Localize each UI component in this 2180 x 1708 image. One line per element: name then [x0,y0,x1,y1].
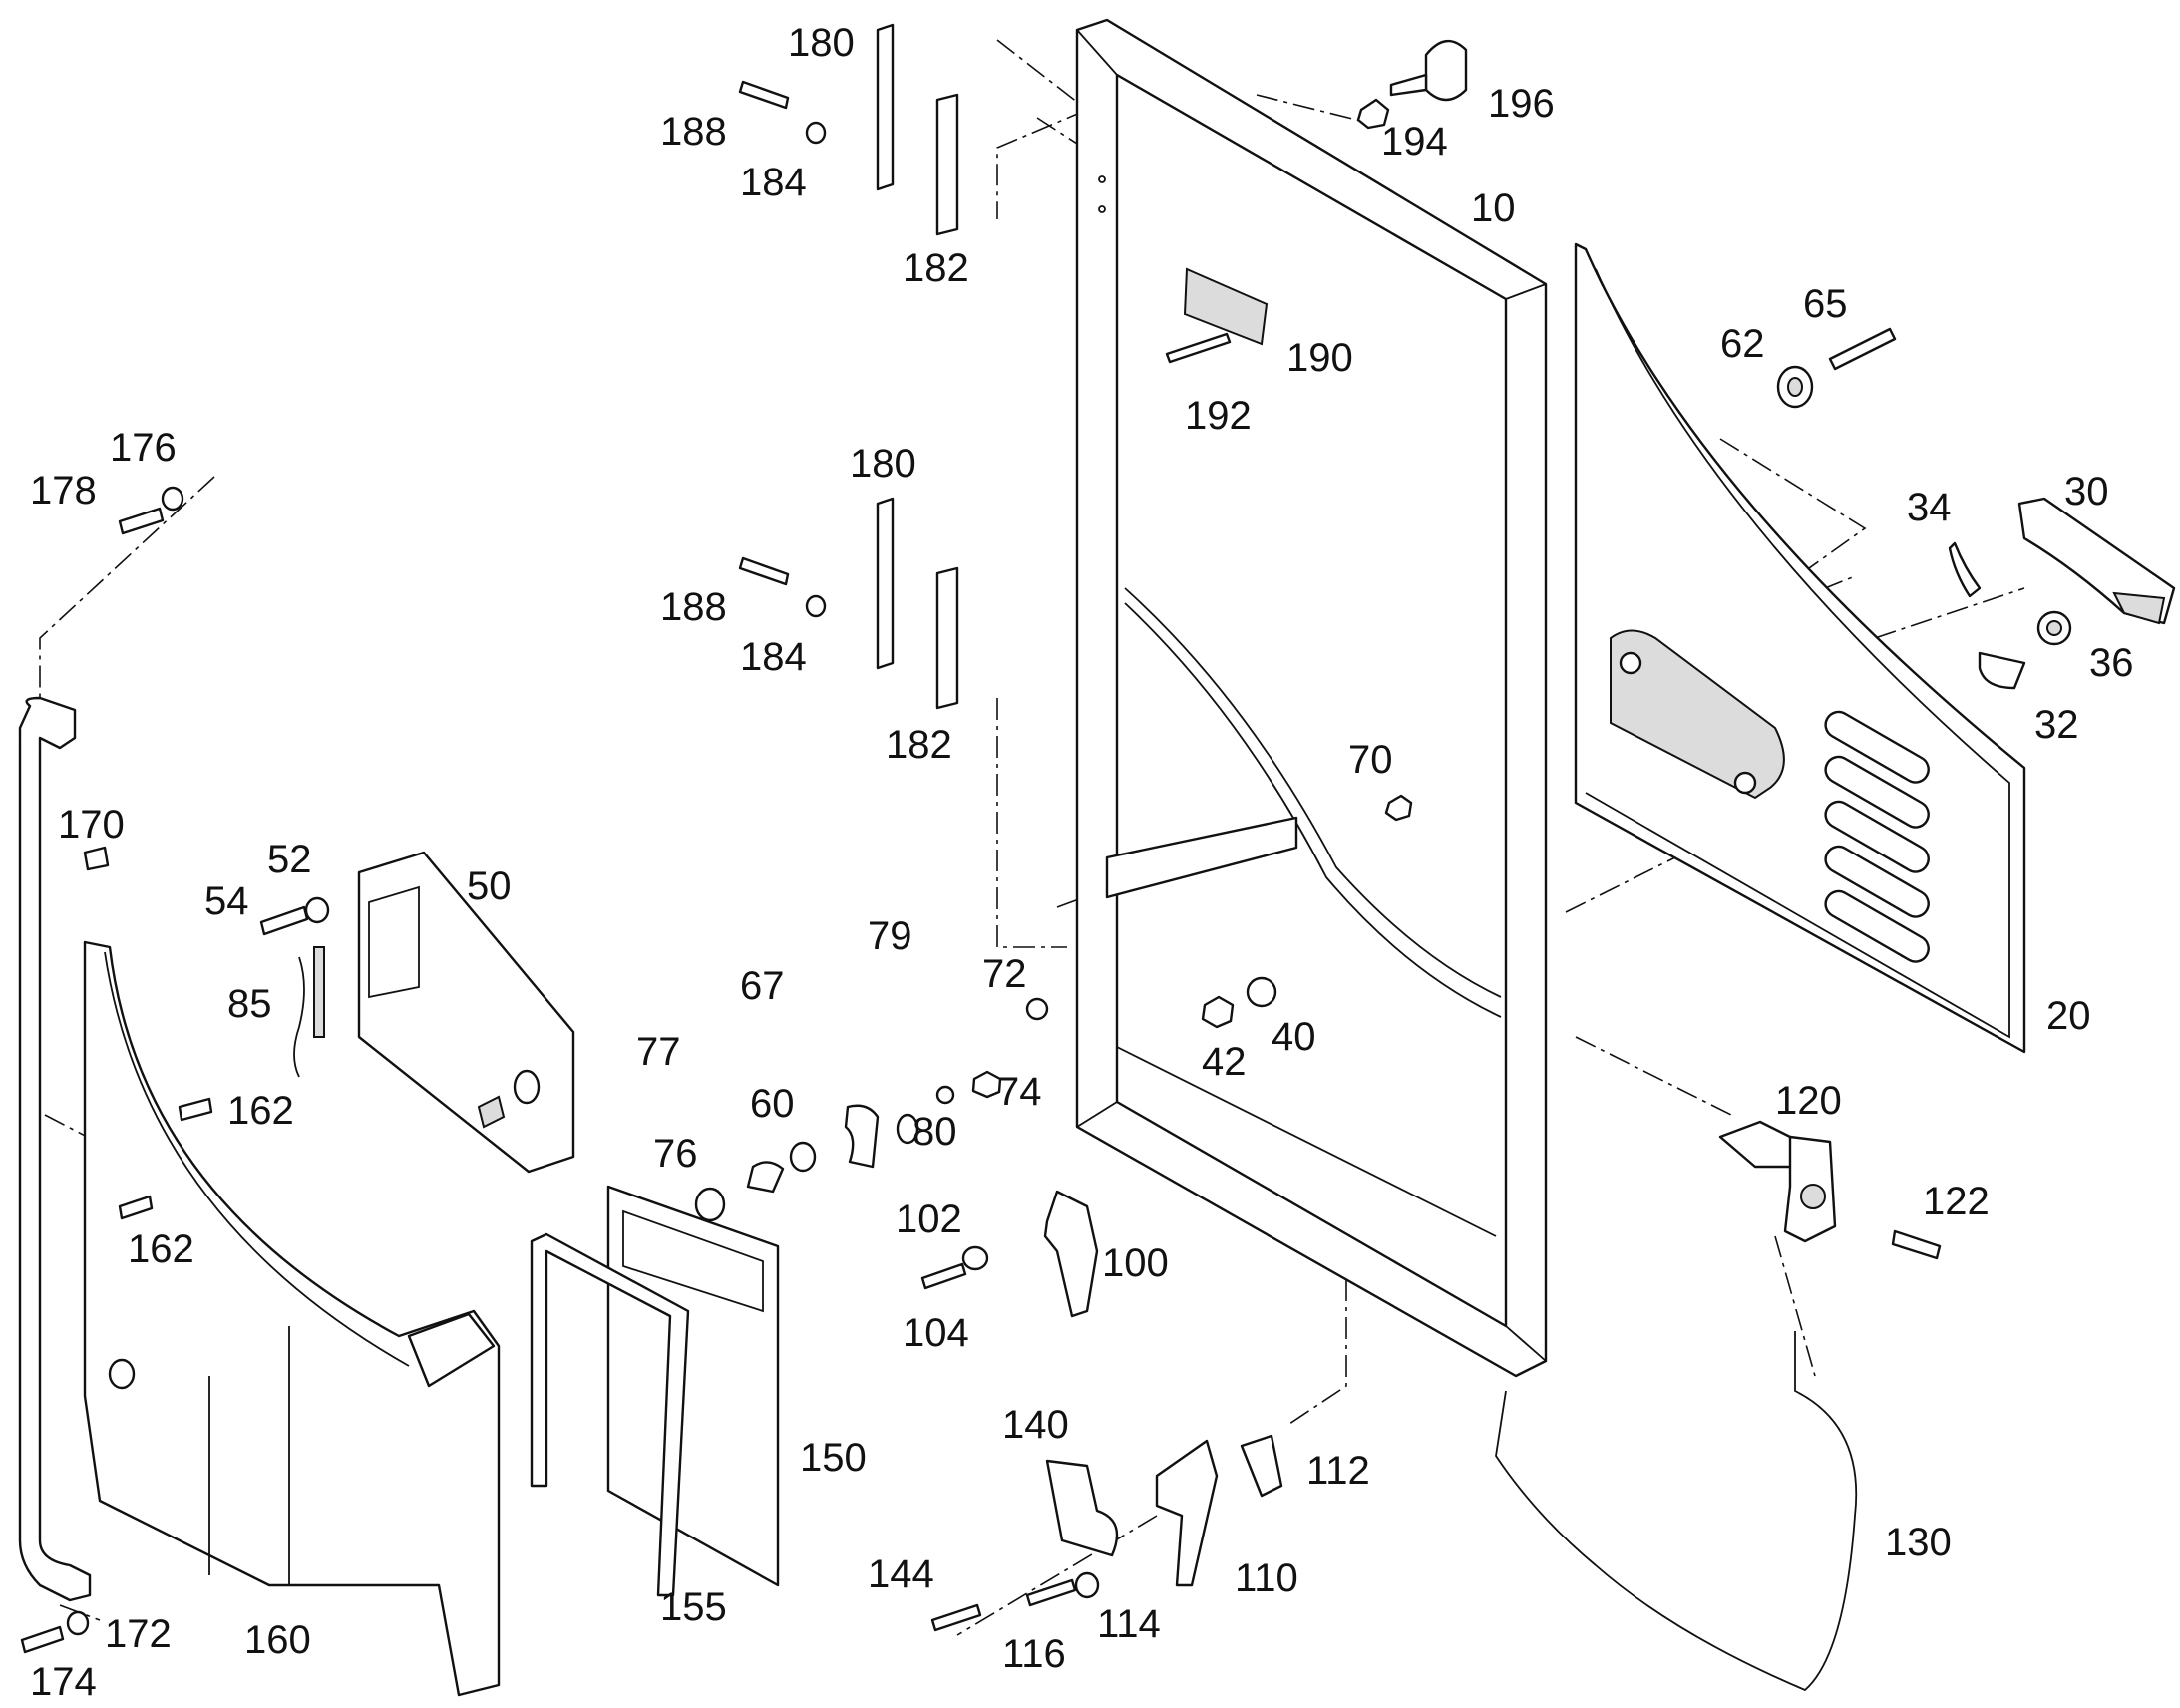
label-part-180-lower: 180 [850,442,916,486]
label-part-54: 54 [204,879,249,923]
label-part-122: 122 [1923,1180,1990,1223]
label-part-172: 172 [105,1612,172,1656]
label-part-116: 116 [1002,1632,1066,1676]
bumper [1356,40,1468,130]
label-part-42: 42 [1202,1040,1247,1084]
label-part-10: 10 [1471,186,1516,230]
label-part-188-upper: 188 [660,110,727,154]
label-part-182-upper: 182 [903,246,969,290]
label-part-62: 62 [1720,322,1765,366]
seal-strip-155 [530,1232,690,1597]
label-part-100: 100 [1102,1241,1169,1285]
label-part-110: 110 [1235,1556,1298,1600]
label-part-162-lower: 162 [128,1227,194,1271]
latch-bracket-110 [1155,1434,1283,1587]
label-part-60: 60 [750,1082,795,1126]
label-part-70: 70 [1348,738,1393,782]
label-part-130: 130 [1885,1521,1952,1564]
label-part-102: 102 [896,1197,962,1241]
label-part-120: 120 [1775,1079,1842,1123]
hinge-plate [1165,267,1269,364]
label-part-67: 67 [740,964,785,1008]
small-hardware [694,794,1413,1222]
label-part-160: 160 [244,1618,311,1662]
label-part-192: 192 [1185,394,1252,438]
label-part-188-lower: 188 [660,585,727,629]
label-part-20: 20 [2046,994,2091,1038]
mounting-plate [313,851,575,1174]
part-labels: 10 20 30 32 34 36 40 42 50 52 54 60 62 6… [30,21,2134,1704]
label-part-182-lower: 182 [886,723,952,767]
label-part-85: 85 [227,982,272,1026]
door-panel [1574,242,2026,1054]
label-part-180-upper: 180 [788,21,855,65]
handle-assembly [1948,497,2176,690]
vent-slots [1824,710,1930,963]
bolt-and-washer-54 [259,896,330,936]
label-part-72: 72 [982,952,1027,996]
fasteners-misc [20,486,305,1654]
label-part-36: 36 [2089,641,2134,685]
latch-120 [1718,1120,1942,1260]
label-part-74: 74 [997,1070,1042,1114]
label-part-178: 178 [30,469,97,512]
label-part-162-upper: 162 [227,1089,294,1133]
label-part-77: 77 [636,1030,681,1074]
label-part-50: 50 [467,864,512,908]
label-part-144: 144 [868,1552,934,1596]
label-part-190: 190 [1286,336,1353,380]
label-part-80: 80 [912,1110,957,1154]
label-part-140: 140 [1002,1403,1069,1447]
housing-160 [83,940,501,1697]
label-part-40: 40 [1272,1015,1316,1059]
cable-130 [1495,1331,1858,1692]
label-part-52: 52 [267,838,312,881]
grab-bar-170 [18,696,92,1602]
label-part-170: 170 [58,803,125,847]
label-part-112: 112 [1306,1449,1370,1493]
label-part-196: 196 [1488,82,1555,126]
label-part-150: 150 [800,1436,867,1480]
lower-hinge [738,497,959,710]
label-part-174: 174 [30,1660,97,1704]
label-part-194: 194 [1381,120,1448,164]
label-part-34: 34 [1907,486,1952,529]
cover-panel-150 [606,1185,780,1587]
bracket-100 [920,1190,1099,1318]
grommet-and-screw [1776,327,1897,409]
label-part-30: 30 [2064,470,2109,513]
label-part-32: 32 [2034,703,2079,747]
label-part-155: 155 [660,1585,727,1629]
label-part-76: 76 [653,1132,698,1176]
label-part-114: 114 [1097,1602,1161,1646]
bracket-140 [930,1459,1119,1632]
label-part-104: 104 [903,1311,969,1355]
label-part-184-upper: 184 [740,161,807,204]
label-part-65: 65 [1803,282,1848,326]
label-part-176: 176 [110,426,177,470]
label-part-184-lower: 184 [740,635,807,679]
upper-hinge [738,23,959,236]
label-part-79: 79 [868,914,912,958]
